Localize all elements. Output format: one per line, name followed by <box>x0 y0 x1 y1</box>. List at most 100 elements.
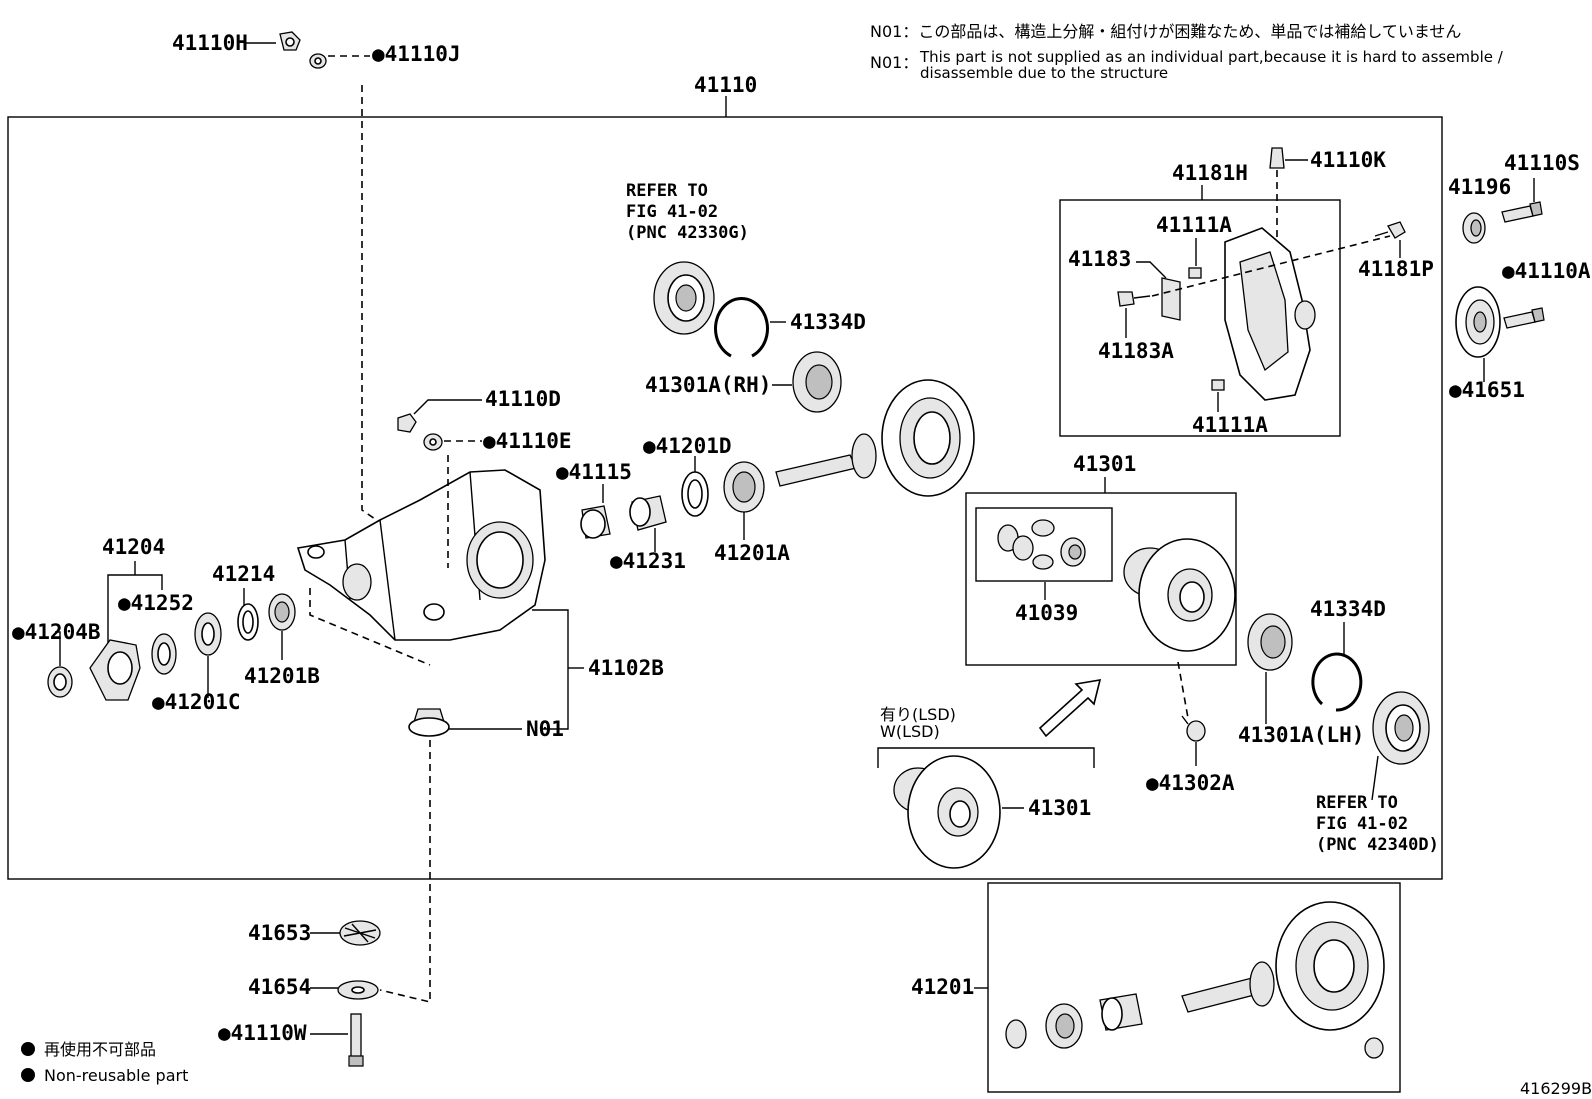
label-refer-1-line2: FIG 41-02 <box>626 202 718 222</box>
label-41201A: 41201A <box>714 541 790 565</box>
dowel-pin-bottom-icon <box>1211 379 1225 391</box>
label-refer-2-line2: FIG 41-02 <box>1316 814 1408 834</box>
label-41110D: 41110D <box>485 387 561 411</box>
label-41201: 41201 <box>911 975 974 999</box>
snap-ring-41334D-right-icon <box>1311 652 1363 712</box>
label-41110J: ●41110J <box>372 42 461 66</box>
label-41183A: 41183A <box>1098 339 1174 363</box>
label-41039: 41039 <box>1015 601 1078 625</box>
label-41301A-LH: 41301A(LH) <box>1238 723 1364 747</box>
figure-id: 416299B <box>1520 1079 1592 1098</box>
label-41334D-right: 41334D <box>1310 597 1386 621</box>
label-41334D-top: 41334D <box>790 310 866 334</box>
bearing-41201B-icon <box>268 593 296 631</box>
label-41196: 41196 <box>1448 175 1511 199</box>
nut-41204B-icon <box>47 666 73 698</box>
bolt-41110D-icon <box>397 413 417 433</box>
differential-cover-icon <box>1224 227 1316 401</box>
spacer-41115-icon <box>580 505 611 539</box>
snap-ring-41334D-top-icon <box>714 297 769 358</box>
label-41110W: ●41110W <box>218 1021 307 1045</box>
legend-japanese: 再使用不可部品 <box>44 1040 156 1059</box>
label-41201C: ●41201C <box>152 690 241 714</box>
dust-deflector-icon <box>151 633 177 675</box>
label-41110A: ●41110A <box>1502 259 1591 283</box>
label-41252: ●41252 <box>118 591 194 615</box>
breather-41110K-icon <box>1269 147 1285 169</box>
differential-carrier-housing <box>296 469 546 641</box>
label-41183: 41183 <box>1068 247 1131 271</box>
plate-41183-icon <box>1161 277 1181 321</box>
label-41214: 41214 <box>212 562 275 586</box>
label-lsd-line1: 有り(LSD) <box>880 705 956 724</box>
bolt-41302A-icon <box>1181 715 1206 742</box>
plug-41196-icon <box>1462 212 1486 244</box>
label-41201D: ●41201D <box>643 434 732 458</box>
cover-group-box <box>1059 199 1341 437</box>
label-refer-2-line3: (PNC 42340D) <box>1316 835 1439 855</box>
ring-pinion-set-icon <box>1005 901 1385 1059</box>
label-41110K: 41110K <box>1310 148 1386 172</box>
note-n01-english-line1: This part is not supplied as an individu… <box>919 48 1504 66</box>
assembly-frame-41110 <box>7 116 1443 880</box>
drain-plug-icon <box>408 708 450 737</box>
note-n01-japanese: N01：この部品は、構造上分解・組付けが困難なため、単品では補給していません <box>870 22 1461 41</box>
bolt-41183A-icon <box>1117 291 1151 307</box>
label-41181H: 41181H <box>1172 161 1248 185</box>
label-41110: 41110 <box>694 73 757 97</box>
label-41110S: 41110S <box>1504 151 1580 175</box>
label-41651: ●41651 <box>1449 378 1525 402</box>
label-refer-1-line3: (PNC 42330G) <box>626 223 749 243</box>
label-41201B: 41201B <box>244 664 320 688</box>
label-41181P: 41181P <box>1358 257 1434 281</box>
label-41110E: ●41110E <box>483 429 572 453</box>
label-refer-1-line1: REFER TO <box>626 181 708 201</box>
label-41654: 41654 <box>248 975 311 999</box>
dowel-pin-top-icon <box>1188 267 1202 279</box>
bolt-41181P-icon <box>1374 221 1406 239</box>
stud-41110S-icon <box>1501 201 1543 223</box>
differential-case-icon <box>1123 538 1236 652</box>
label-41111A-top: 41111A <box>1156 213 1232 237</box>
label-lsd-line2: W(LSD) <box>880 722 940 741</box>
label-41231: ●41231 <box>610 549 686 573</box>
bearing-41301A-lh-icon <box>1247 613 1293 671</box>
gear-kit-box <box>975 507 1113 582</box>
washer-41654-icon <box>337 980 379 1000</box>
mount-41651-icon <box>1455 286 1501 358</box>
bearing-41201A-icon <box>723 461 765 513</box>
oil-seal-lh-icon <box>1372 691 1430 765</box>
label-41302A: ●41302A <box>1146 771 1235 795</box>
label-41204: 41204 <box>102 535 165 559</box>
legend-english: Non-reusable part <box>44 1066 188 1085</box>
slinger-41214-icon <box>237 603 259 641</box>
label-N01: N01 <box>526 717 564 741</box>
side-gear-kit-icon <box>997 519 1086 570</box>
note-n01-english-line2: disassemble due to the structure <box>920 64 1168 82</box>
label-41102B: 41102B <box>588 656 664 680</box>
oil-seal-rh-icon <box>653 261 715 335</box>
label-41653: 41653 <box>248 921 311 945</box>
bearing-41301A-rh-icon <box>792 351 842 413</box>
gasket-41110E-icon <box>423 433 443 451</box>
spacer-41231-icon <box>629 495 667 531</box>
ring-pinion-gear-icon <box>775 379 975 497</box>
stud-41110A-icon <box>1503 307 1545 329</box>
cushion-41653-icon <box>339 920 381 946</box>
gasket-icon <box>309 53 327 69</box>
label-refer-2-line1: REFER TO <box>1316 793 1398 813</box>
legend-bullet-en-icon <box>21 1068 35 1082</box>
bolt-41110W-icon <box>348 1013 364 1067</box>
ring-pinion-set-box <box>987 882 1401 1093</box>
label-41301-box: 41301 <box>1073 452 1136 476</box>
label-41110H: 41110H <box>172 31 248 55</box>
legend-bullet-jp-icon <box>21 1042 35 1056</box>
label-41204B: ●41204B <box>12 620 101 644</box>
oil-seal-41201C-icon <box>194 612 222 656</box>
washer-41201D-icon <box>681 471 709 517</box>
label-41115: ●41115 <box>556 460 632 484</box>
note-n01-prefix: N01： <box>870 53 918 72</box>
label-41111A-bottom: 41111A <box>1192 413 1268 437</box>
label-41301-lsd: 41301 <box>1028 796 1091 820</box>
